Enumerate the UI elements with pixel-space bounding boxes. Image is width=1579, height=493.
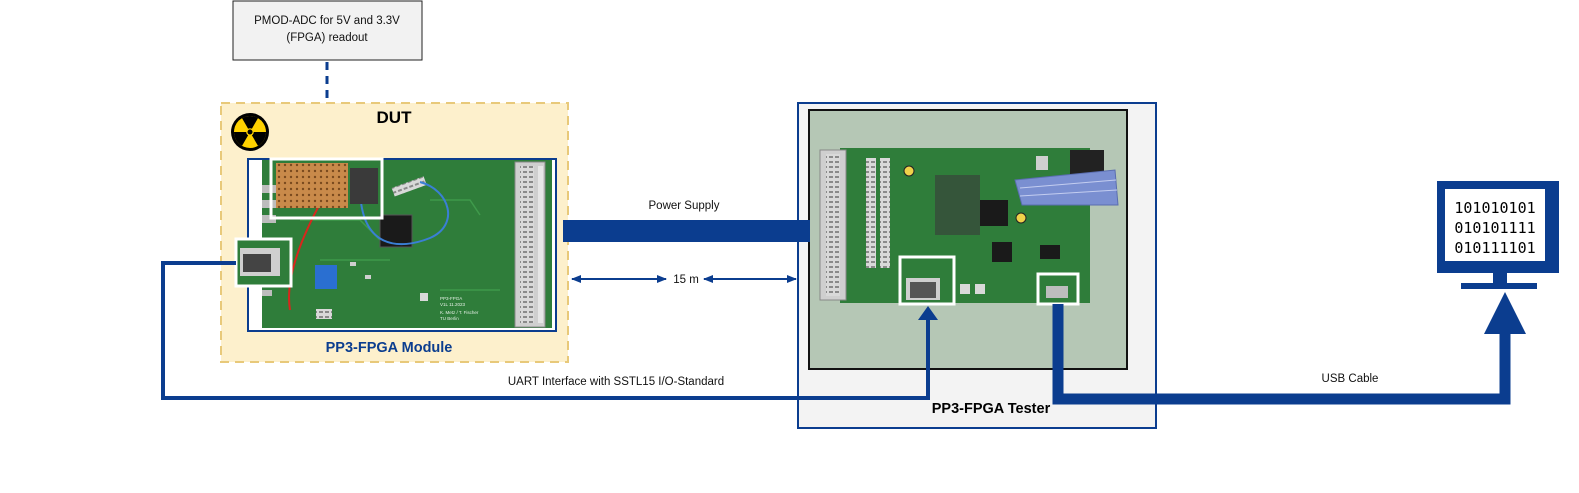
computer-monitor-icon: 101010101 010101111 010111101 xyxy=(1437,181,1559,289)
distance-indicator: 15 m xyxy=(571,274,797,286)
blue-wire xyxy=(359,181,449,246)
red-wire xyxy=(288,199,323,311)
radiation-icon xyxy=(231,113,269,151)
computer-line-1: 101010101 xyxy=(1454,199,1535,217)
uart-link: UART Interface with SSTL15 I/O-Standard xyxy=(161,261,938,400)
tester-label: PP3-FPGA Tester xyxy=(932,401,1051,417)
dut-board-text-2: V1L 11.2023 xyxy=(440,302,466,307)
power-supply-label: Power Supply xyxy=(649,200,720,212)
pin-header xyxy=(391,176,427,197)
adc-box-line2: (FPGA) readout xyxy=(286,32,368,44)
pmod-adc-board xyxy=(269,157,384,220)
computer-line-3: 010111101 xyxy=(1454,239,1535,257)
dip-switch xyxy=(315,265,337,289)
adc-box-line1: PMOD-ADC for 5V and 3.3V xyxy=(254,15,400,27)
dut-ethernet-connector xyxy=(234,237,293,288)
fpga-chip xyxy=(379,214,413,248)
uart-label: UART Interface with SSTL15 I/O-Standard xyxy=(508,376,724,388)
power-supply-link: Power Supply xyxy=(563,200,810,242)
dut-board-text-1: PP3-FPGA xyxy=(440,296,462,301)
adc-box: PMOD-ADC for 5V and 3.3V (FPGA) readout xyxy=(232,0,423,61)
usb-link: USB Cable xyxy=(1052,292,1526,405)
dut-board-text-3: K. Metz / T. Fischer xyxy=(440,310,479,315)
dut-module-label: PP3-FPGA Module xyxy=(326,340,453,356)
distance-label: 15 m xyxy=(673,274,699,286)
computer-line-2: 010101111 xyxy=(1454,219,1535,237)
usb-label: USB Cable xyxy=(1322,373,1379,385)
tester-usb-connector xyxy=(1036,272,1080,306)
tester-ethernet-connector xyxy=(898,255,956,306)
ribbon-cable xyxy=(1014,169,1119,206)
dut-title: DUT xyxy=(377,108,413,127)
dut-board-text-4: TU Berlin xyxy=(440,316,459,321)
